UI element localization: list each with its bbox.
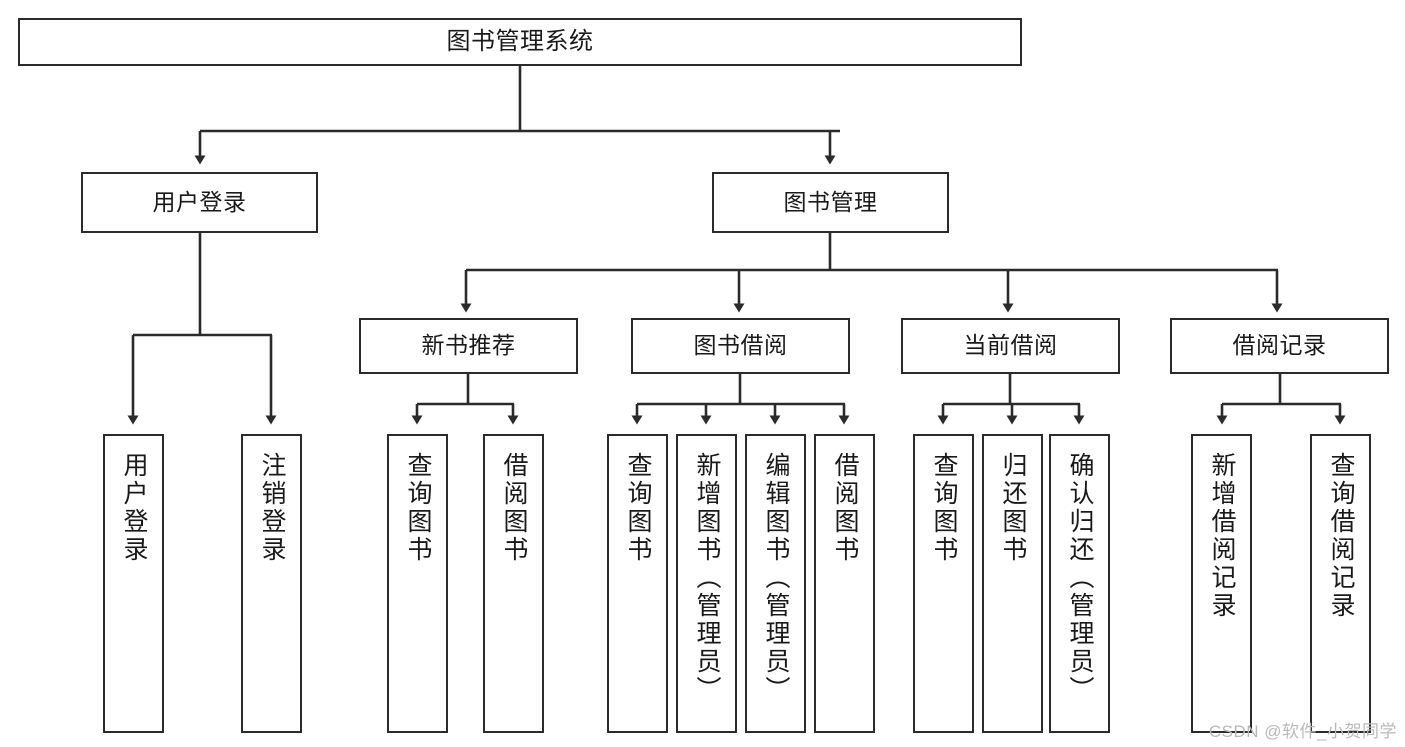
leaf-user-logout[interactable]: 注销登录 — [241, 434, 302, 733]
node-root-system[interactable]: 图书管理系统 — [18, 18, 1022, 66]
leaf-label: 借阅图书 — [831, 452, 859, 564]
leaf-query-book-1[interactable]: 查询图书 — [387, 434, 448, 733]
leaf-query-book-3[interactable]: 查询图书 — [913, 434, 974, 733]
leaf-user-login[interactable]: 用户登录 — [103, 434, 164, 733]
leaf-label: 确认归还（管理员） — [1066, 452, 1094, 704]
node-new-book-recommend[interactable]: 新书推荐 — [359, 318, 578, 374]
node-current-borrow[interactable]: 当前借阅 — [901, 318, 1120, 374]
leaf-edit-book[interactable]: 编辑图书（管理员） — [745, 434, 806, 733]
leaf-label: 新增图书（管理员） — [693, 452, 721, 704]
csdn-watermark: CSDN @软件_小贺同学 — [1208, 722, 1397, 741]
node-borrow-record[interactable]: 借阅记录 — [1170, 318, 1389, 374]
node-book-borrow[interactable]: 图书借阅 — [631, 318, 850, 374]
leaf-borrow-book-2[interactable]: 借阅图书 — [814, 434, 875, 733]
leaf-label: 编辑图书（管理员） — [762, 452, 790, 704]
leaf-label: 注销登录 — [258, 452, 286, 564]
node-user-login[interactable]: 用户登录 — [81, 172, 318, 233]
leaf-query-book-2[interactable]: 查询图书 — [607, 434, 668, 733]
leaf-add-record[interactable]: 新增借阅记录 — [1191, 434, 1252, 733]
leaf-return-book[interactable]: 归还图书 — [982, 434, 1043, 733]
leaf-label: 用户登录 — [120, 452, 148, 564]
leaf-borrow-book-1[interactable]: 借阅图书 — [483, 434, 544, 733]
leaf-label: 查询借阅记录 — [1327, 452, 1355, 620]
leaf-add-book[interactable]: 新增图书（管理员） — [676, 434, 737, 733]
leaf-label: 查询图书 — [404, 452, 432, 564]
leaf-query-record[interactable]: 查询借阅记录 — [1310, 434, 1371, 733]
leaf-label: 查询图书 — [930, 452, 958, 564]
leaf-label: 新增借阅记录 — [1208, 452, 1236, 620]
leaf-label: 借阅图书 — [500, 452, 528, 564]
leaf-label: 查询图书 — [624, 452, 652, 564]
leaf-label: 归还图书 — [999, 452, 1027, 564]
node-book-manage[interactable]: 图书管理 — [712, 172, 949, 233]
leaf-confirm-return[interactable]: 确认归还（管理员） — [1049, 434, 1110, 733]
